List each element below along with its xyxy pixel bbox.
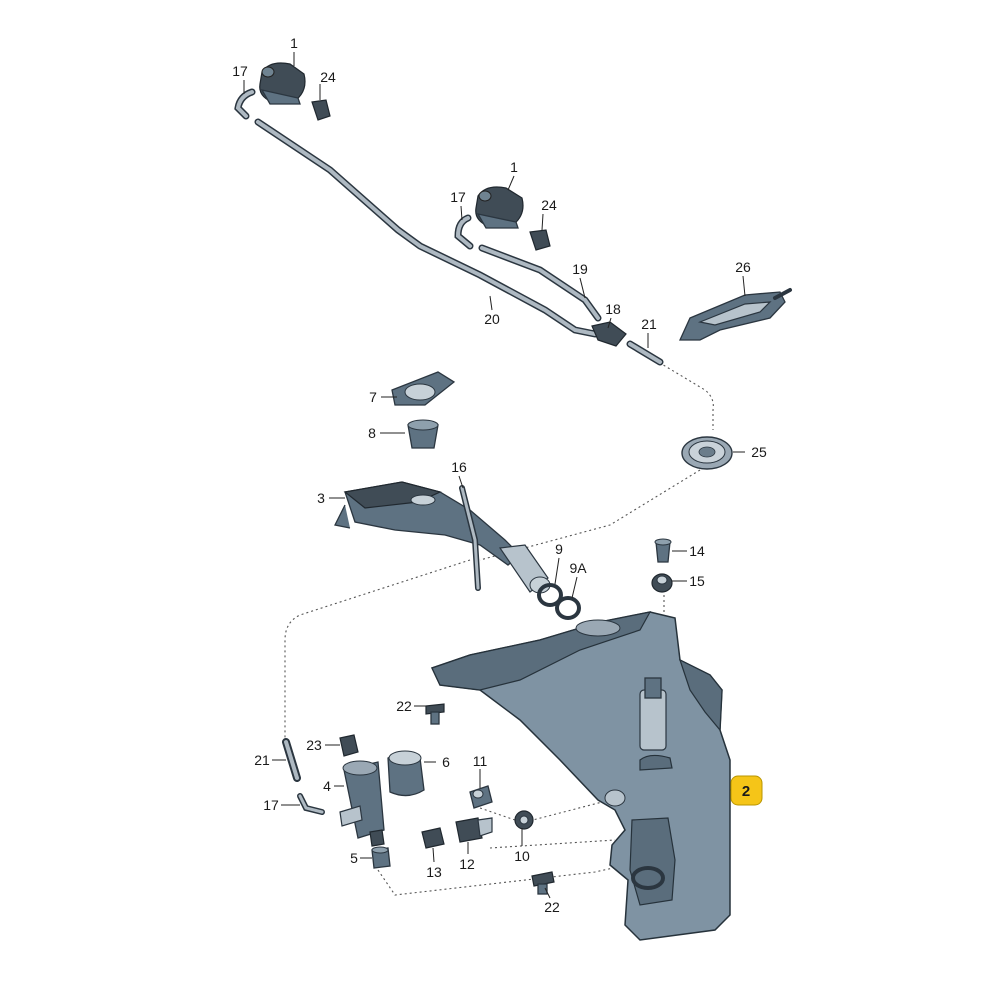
filler-neck-3: [334, 481, 551, 594]
washer-nozzle-left: [234, 62, 331, 121]
hose-21-upper: [626, 340, 664, 366]
callout-8: 8: [368, 425, 376, 441]
callout-22: 22: [544, 899, 560, 915]
washer-reservoir-2: [430, 611, 731, 941]
screen-5: [371, 846, 391, 869]
callout-5: 5: [350, 850, 358, 866]
callout-20: 20: [484, 311, 500, 327]
callout-22: 22: [396, 698, 412, 714]
grommet-15: [651, 573, 673, 593]
callout-labels: 1 17 24 1 17 24 19 20 18 21 26 7 8 16 3 …: [232, 35, 767, 915]
sensor-12: [455, 817, 493, 843]
callout-18: 18: [605, 301, 621, 317]
washer-nozzle-right: [454, 186, 551, 251]
cap-8: [407, 419, 439, 449]
plug-11: [469, 785, 493, 809]
hose-19: [478, 244, 602, 322]
callout-17: 17: [263, 797, 279, 813]
callout-23: 23: [306, 737, 322, 753]
callout-19: 19: [572, 261, 588, 277]
callout-9: 9: [555, 541, 563, 557]
callout-17: 17: [450, 189, 466, 205]
connector-13: [421, 827, 445, 849]
callout-1: 1: [290, 35, 298, 51]
callout-11: 11: [473, 753, 488, 769]
o-ring-9: [537, 583, 563, 607]
callout-21: 21: [254, 752, 270, 768]
callout-3: 3: [317, 490, 325, 506]
y-connector-18: [591, 321, 627, 347]
callout-15: 15: [689, 573, 705, 589]
callout-2: 2: [742, 783, 750, 800]
washer-pump-4: [339, 760, 385, 847]
callout-4: 4: [323, 778, 331, 794]
grommet-10: [514, 810, 534, 830]
connector-23: [339, 734, 359, 757]
callout-25: 25: [751, 444, 767, 460]
callout-6: 6: [442, 754, 450, 770]
callout-13: 13: [426, 864, 442, 880]
bracket-26: [678, 288, 792, 341]
o-ring-9a: [555, 596, 581, 620]
connector-14: [654, 538, 672, 563]
callout-24: 24: [320, 69, 336, 85]
gasket-7: [391, 371, 456, 406]
callout-2-highlight[interactable]: 2: [730, 775, 763, 806]
leader-lines: [243, 52, 746, 899]
grommet-25: [681, 436, 733, 470]
hose-21-lower: [282, 738, 301, 782]
callout-16: 16: [451, 459, 467, 475]
callout-17: 17: [232, 63, 248, 79]
callout-26: 26: [735, 259, 751, 275]
bolt-22-upper: [425, 703, 445, 725]
grommet-6: [387, 750, 425, 797]
callout-1: 1: [510, 159, 518, 175]
hose-16: [459, 485, 481, 591]
callout-24: 24: [541, 197, 557, 213]
callout-14: 14: [689, 543, 705, 559]
elbow-17-lower: [297, 793, 325, 815]
callout-9a: 9A: [569, 560, 587, 576]
callout-12: 12: [459, 856, 475, 872]
callout-7: 7: [369, 389, 377, 405]
callout-21: 21: [641, 316, 657, 332]
bolt-22-lower: [531, 871, 555, 895]
hose-20: [254, 118, 599, 338]
callout-10: 10: [514, 848, 530, 864]
